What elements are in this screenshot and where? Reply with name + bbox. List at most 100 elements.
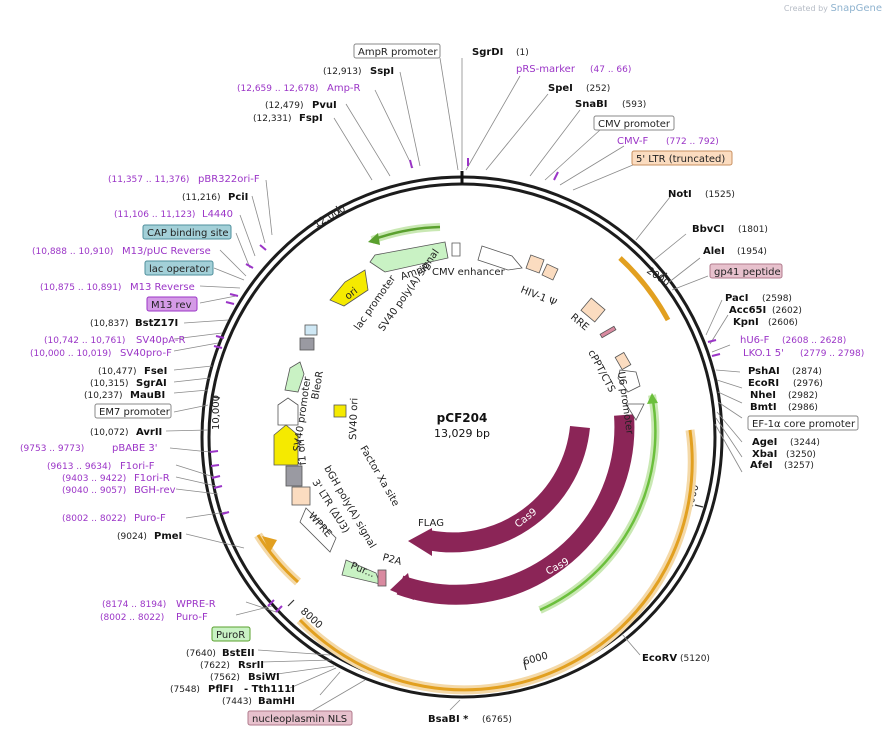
- sv40pa-box: [299, 337, 315, 351]
- primer-pbabe-range: (9613 .. 9634): [47, 462, 111, 472]
- ltr3-box: [291, 486, 311, 506]
- site-pvui-pos: (12,479): [265, 101, 304, 111]
- site-bmti-pos: (2986): [788, 403, 818, 413]
- site-nhei-name: NheI: [750, 390, 776, 401]
- box-cap-binding: [142, 224, 232, 240]
- gp41-small: [599, 325, 617, 339]
- green-arc-ef1a-core: [539, 394, 657, 612]
- site-pvui-name: PvuI: [312, 100, 337, 111]
- primer-cmv-f-range: (772 .. 792): [666, 137, 719, 147]
- arrowhead-green-top: [368, 233, 380, 245]
- box-cmv-promoter: [593, 115, 675, 131]
- ef1a-arrow: [625, 403, 645, 421]
- primer-ebv-name: SV40pA-R: [136, 335, 185, 346]
- tick-label-12000: 12,000: [312, 204, 348, 231]
- site-fspi-name: FspI: [299, 113, 323, 124]
- site-rsrii-pos: (7622): [200, 661, 230, 671]
- primer-l4440-range: (11,106 .. 11,123): [114, 210, 195, 220]
- site-xbai-name: XbaI: [752, 449, 777, 460]
- site-noti-pos: (1525): [705, 190, 735, 200]
- box-ampr-promoter-text: AmpR promoter: [358, 47, 438, 58]
- ampr-arrow: [369, 241, 449, 273]
- primer-puro-f-range: (8002 .. 8022): [0, 0, 8, 1]
- sv40-promoter-arrow: [277, 397, 299, 426]
- site-alei-name: AleI: [703, 246, 725, 257]
- label-f1-ori: f1 ori: [296, 439, 309, 466]
- bgh-box: [285, 465, 303, 487]
- site-pflfi-name: PflFI: [208, 684, 233, 695]
- label-cmv-enhancer: CMV enhancer: [432, 267, 506, 278]
- site-bmti-name: BmtI: [750, 402, 777, 413]
- primer-sv40pa-range: (10,000 .. 10,019): [30, 349, 111, 359]
- site-bsabi-name: BsaBI *: [428, 714, 469, 725]
- site-bbvci-name: BbvCI: [692, 224, 724, 235]
- site-noti-name: NotI: [668, 189, 692, 200]
- site-pmei-pos: (9024): [117, 532, 147, 542]
- orange-arc-right-core: [298, 429, 694, 692]
- primer-wprer-name: WPRE-R: [176, 599, 216, 610]
- sv40-ori-box: [333, 404, 347, 418]
- cas9-outer-arrowhead: [390, 573, 414, 600]
- arrowhead-green-ef1a: [647, 393, 658, 404]
- primer-purof-range: (8002 .. 8022): [0, 0, 8, 1]
- site-bsteii-pos: (7640): [186, 649, 216, 659]
- box-puror-text: PuroR: [216, 630, 245, 641]
- label-sv40-ori: SV40 ori: [348, 398, 360, 440]
- label-cppt: cPPT/CTS: [585, 348, 617, 394]
- site-kpni-name: KpnI: [733, 317, 759, 328]
- box-cap-binding-text: CAP binding site: [147, 228, 229, 239]
- ltr-peach-box-1: [525, 254, 545, 274]
- plasmid-name: pCF204: [437, 411, 488, 425]
- site-paci-pos: (2598): [762, 294, 792, 304]
- cas9-outer-arc: [396, 414, 635, 605]
- site-bsabi-pos: (6765): [482, 715, 512, 725]
- cas9-inner-arrowhead: [408, 528, 432, 556]
- u6-promoter-arrow: [617, 369, 641, 393]
- primer-f1orir-name: BGH-rev: [134, 485, 176, 496]
- site-acc65i-pos: (2602): [772, 306, 802, 316]
- site-pmei-name: PmeI: [154, 531, 182, 542]
- ori-arrow: [329, 269, 369, 307]
- f1-ori-arrow: [273, 424, 299, 466]
- wpre-arrow: [299, 507, 337, 553]
- box-em7-promoter: [94, 403, 172, 419]
- box-gp41-text: gp41 peptide: [714, 267, 781, 278]
- site-alei-pos: (1954): [737, 247, 767, 257]
- box-m13-rev-text: M13 rev: [151, 300, 192, 311]
- primer-lko-name: LKO.1 5': [743, 348, 784, 359]
- label-bleor: BleoR: [310, 370, 326, 400]
- site-pshai-pos: (2874): [792, 367, 822, 377]
- primer-ebv-range: (10,742 .. 10,761): [44, 336, 125, 346]
- site-bamhi-pos: (7443): [222, 697, 252, 707]
- box-ef1a-text: EF-1α core promoter: [752, 419, 856, 430]
- primer-bghrev-range: (8002 .. 8022): [62, 514, 126, 524]
- site-avrii-pos: (10,072): [90, 428, 129, 438]
- primer-ampr-name: Amp-R: [327, 83, 361, 94]
- site-nhei-pos: (2982): [788, 391, 818, 401]
- primer-sv40pro-range: (9753 .. 9773): [20, 444, 84, 454]
- site-pcii-pos: (11,216): [182, 193, 221, 203]
- site-ecori-name: EcoRI: [748, 378, 779, 389]
- primer-m13rev-range: (10,875 .. 10,891): [40, 283, 121, 293]
- snapgene-logo: SnapGene: [830, 3, 882, 14]
- orange-arc-left-core: [256, 534, 299, 584]
- box-nucleoplasmin-text: nucleoplasmin NLS: [252, 714, 347, 725]
- lac-promoter-box: [304, 324, 318, 336]
- primer-lko-range: (2779 .. 2798): [800, 349, 864, 359]
- site-sgrdi-name: SgrDI: [472, 47, 503, 58]
- site-bstz17i-name: BstZ17I: [135, 318, 178, 329]
- tick-label-6000: 6000: [522, 651, 549, 668]
- site-fspi-pos: (12,331): [253, 114, 292, 124]
- primer-ampr-range: (12,659 .. 12,678): [237, 84, 318, 94]
- site-afei-name: AfeI: [750, 460, 773, 471]
- primer-sv40pro-name: pBABE 3': [112, 443, 158, 454]
- box-5ltr-text: 5' LTR (truncated): [636, 154, 725, 165]
- created-by-text: Created by: [783, 4, 828, 13]
- site-spei-name: SpeI: [548, 83, 573, 94]
- label-factor-xa: Factor Xa site: [357, 444, 401, 508]
- site-xbai-pos: (3250): [786, 450, 816, 460]
- primer-prs-marker-range: (47 .. 66): [590, 65, 631, 75]
- primer-pbr322-range: (11,357 .. 11,376): [108, 175, 189, 185]
- cmv-enhancer-arrow: [451, 242, 461, 257]
